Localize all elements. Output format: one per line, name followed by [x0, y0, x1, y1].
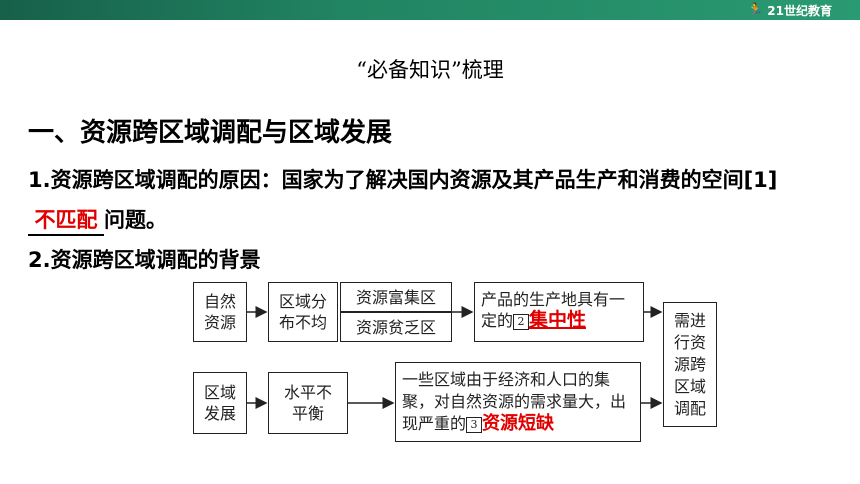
box-production-num: 2	[513, 313, 530, 330]
box-need-label: 需进行资源跨区域调配	[673, 310, 706, 418]
box-shortage-num: 3	[466, 416, 483, 433]
box-natural-resources-label: 自然资源	[203, 292, 236, 332]
item-1: 1.资源跨区域调配的原因：国家为了解决国内资源及其产品生产和消费的空间[1] 不匹…	[28, 160, 838, 240]
answer-concentration: 集中性	[529, 309, 587, 331]
item-1-suffix: 问题。	[104, 208, 167, 232]
item-2: 2.资源跨区域调配的背景	[28, 248, 261, 272]
top-bar: 🏃 21世纪教育	[0, 0, 860, 20]
box-regional-development: 区域发展	[193, 372, 247, 434]
logo-text: 21世纪教育	[767, 3, 832, 18]
box-imbalance-label: 水平不平衡	[283, 383, 332, 423]
answer-resource-shortage: 资源短缺	[482, 413, 555, 434]
box-poor-label: 资源贫乏区	[355, 317, 436, 337]
answer-blank-1: 不匹配	[28, 206, 104, 236]
box-imbalance: 水平不平衡	[268, 372, 348, 434]
runner-icon: 🏃	[747, 2, 764, 18]
slide-subtitle: “必备知识”梳理	[356, 58, 504, 82]
box-region-dev-label: 区域发展	[203, 383, 236, 423]
section-title: 一、资源跨区域调配与区域发展	[28, 118, 393, 148]
box-need-allocation: 需进行资源跨区域调配	[663, 302, 717, 427]
item-1-prefix: 1.资源跨区域调配的原因：国家为了解决国内资源及其产品生产和消费的空间[1]	[28, 168, 778, 192]
box-production-text: 产品的生产地具有一定的	[481, 290, 626, 330]
watermark	[680, 388, 840, 448]
box-rich-region: 资源富集区	[340, 282, 452, 312]
box-rich-label: 资源富集区	[355, 287, 436, 307]
box-natural-resources: 自然资源	[193, 282, 247, 342]
box-poor-region: 资源贫乏区	[340, 312, 452, 342]
box-shortage-text: 一些区域由于经济和人口的集聚，对自然资源的需求量大，出现严重的	[402, 370, 627, 433]
top-bar-gradient	[0, 0, 860, 20]
brand-logo: 🏃 21世纪教育	[747, 1, 832, 19]
box-uneven-label: 区域分布不均	[278, 292, 327, 332]
box-uneven-distribution: 区域分布不均	[268, 282, 338, 342]
